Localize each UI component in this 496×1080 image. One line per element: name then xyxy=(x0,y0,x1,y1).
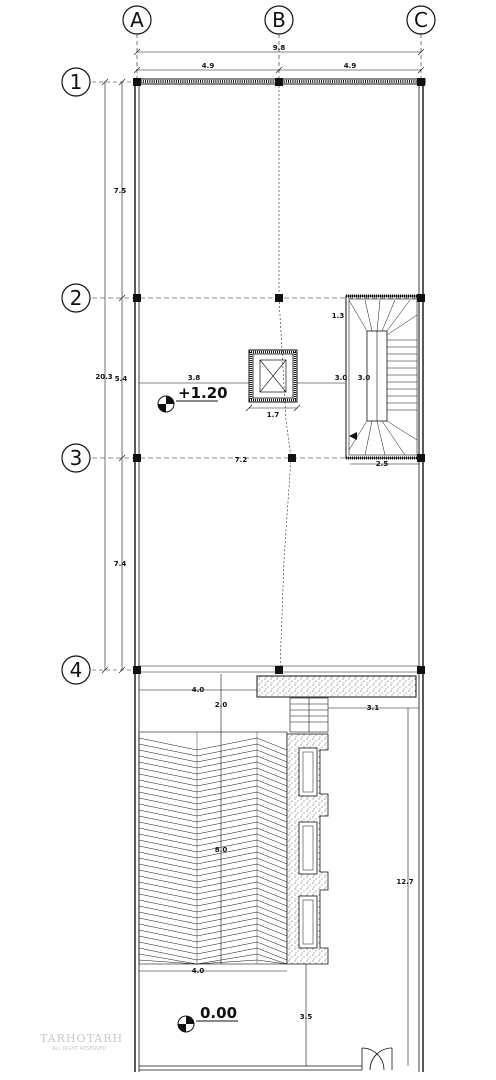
dim-ramp-length: 8.0 xyxy=(215,846,228,854)
grid-label-1: 1 xyxy=(70,70,83,94)
dim-right-length: 12.7 xyxy=(396,878,413,886)
left-dimension-lines xyxy=(101,78,126,674)
structural-columns xyxy=(133,78,425,674)
level-label-ground: 0.00 xyxy=(200,1004,237,1022)
grid-label-a: A xyxy=(130,8,144,32)
watermark-tagline: ALL RIGHT RESERVED xyxy=(52,1046,107,1052)
concrete-beam xyxy=(256,675,417,698)
dim-total-width: 9.8 xyxy=(273,44,286,52)
entry-door xyxy=(361,1047,393,1071)
dim-bay-2-3: 5.4 xyxy=(115,375,128,383)
level-marker-ground xyxy=(177,1015,238,1033)
dim-bay-3-4: 7.4 xyxy=(114,560,127,568)
grid-lines xyxy=(92,34,422,671)
dim-bay-1-2: 7.5 xyxy=(114,187,127,195)
dim-right-offset: 3.1 xyxy=(367,704,380,712)
dim-span-ab: 4.9 xyxy=(202,62,215,70)
entry-stair xyxy=(289,697,329,733)
top-dimension-lines xyxy=(133,48,425,74)
dim-total-length: 20.3 xyxy=(95,373,112,381)
level-label-upper: +1.20 xyxy=(178,384,228,402)
grid-label-c: C xyxy=(414,8,428,32)
upper-floor-walls xyxy=(133,78,426,673)
level-marker-upper xyxy=(157,395,218,413)
grid-label-2: 2 xyxy=(70,286,83,310)
grid-label-b: B xyxy=(272,8,286,32)
stair-dimension-lines xyxy=(345,298,419,465)
grid-label-4: 4 xyxy=(70,658,83,682)
dim-stair-width: 3.0 xyxy=(358,374,371,382)
parking-ramp xyxy=(138,731,288,965)
lower-dimension-lines xyxy=(139,674,419,1066)
watermark-brand: TARHOTARH xyxy=(40,1032,123,1045)
dim-span-3: 7.2 xyxy=(235,456,248,464)
dim-core-width: 1.7 xyxy=(267,411,280,419)
grid-label-3: 3 xyxy=(70,446,83,470)
dim-lower-top-depth: 2.0 xyxy=(215,701,228,709)
dim-core-left: 3.8 xyxy=(188,374,201,382)
dim-lower-bottom-width: 4.0 xyxy=(192,967,205,975)
dim-lower-top-width: 4.0 xyxy=(192,686,205,694)
core-dimension-lines xyxy=(139,382,345,412)
dim-stair-bottom: 2.5 xyxy=(376,460,389,468)
dim-span-bc: 4.9 xyxy=(344,62,357,70)
grid-bubbles xyxy=(61,5,436,685)
watermark-logo: TARHOTARH ALL RIGHT RESERVED xyxy=(40,1032,123,1052)
dim-core-right: 3.0 xyxy=(335,374,348,382)
planter-walls xyxy=(286,733,329,965)
dim-stair-top: 1.3 xyxy=(332,312,345,320)
elevator-core xyxy=(248,349,298,403)
dim-entry-depth: 3.5 xyxy=(300,1013,313,1021)
